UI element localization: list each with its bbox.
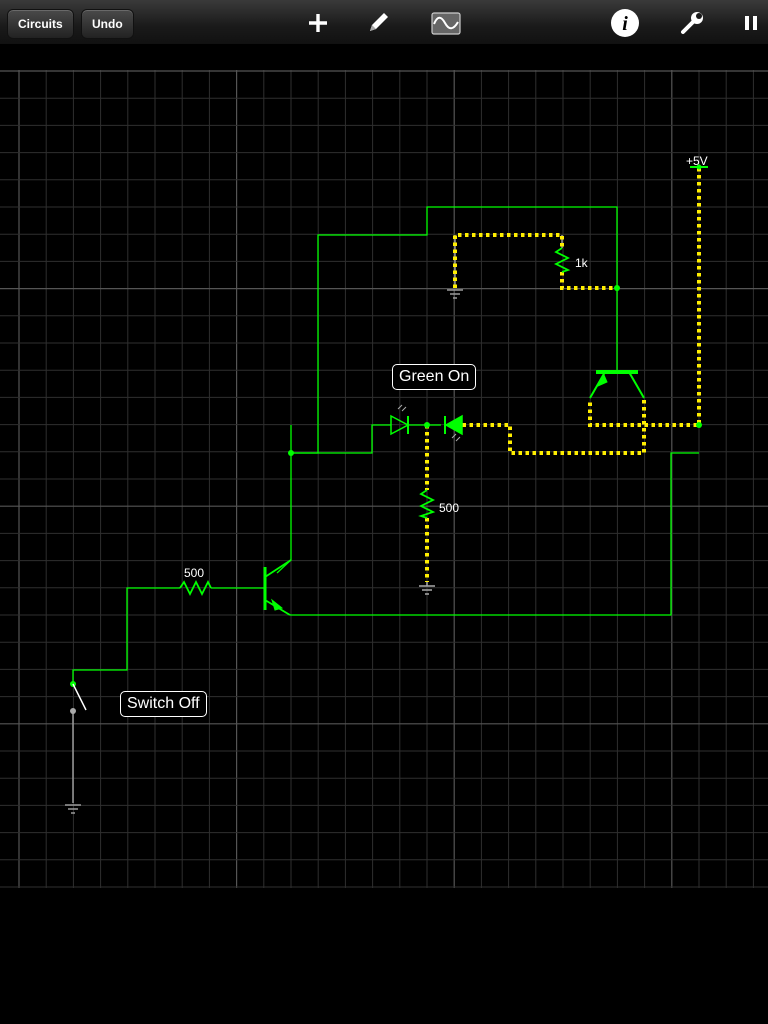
add-icon[interactable] bbox=[303, 8, 333, 38]
switch-label[interactable]: Switch Off bbox=[120, 691, 207, 717]
pause-icon[interactable] bbox=[736, 8, 766, 38]
top-toolbar: Circuits Undo i bbox=[0, 0, 768, 45]
resistor-base-value: 500 bbox=[184, 566, 204, 580]
resistor-led bbox=[418, 489, 436, 519]
wrench-icon[interactable] bbox=[678, 8, 708, 38]
resistors[interactable] bbox=[179, 247, 571, 597]
undo-button[interactable]: Undo bbox=[81, 9, 134, 39]
resistor-base bbox=[179, 579, 212, 597]
oscilloscope-icon[interactable] bbox=[431, 8, 461, 38]
svg-text:i: i bbox=[622, 13, 628, 35]
wires bbox=[72, 206, 699, 684]
transistor-pnp[interactable] bbox=[589, 370, 645, 399]
junctions bbox=[70, 285, 702, 687]
led-left bbox=[390, 414, 410, 436]
resistor-top bbox=[553, 247, 571, 273]
transistor-npn[interactable] bbox=[263, 559, 292, 616]
switch-blade[interactable] bbox=[72, 683, 87, 711]
switch-terminal bbox=[70, 708, 76, 714]
grounds bbox=[65, 289, 463, 814]
leds[interactable] bbox=[390, 404, 463, 442]
led-right bbox=[444, 414, 463, 436]
pencil-icon[interactable] bbox=[363, 8, 393, 38]
resistor-led-value: 500 bbox=[439, 501, 459, 515]
current-flow bbox=[425, 168, 701, 582]
grid bbox=[0, 70, 768, 888]
supply-label: +5V bbox=[686, 154, 708, 168]
resistor-top-value: 1k bbox=[575, 256, 589, 270]
info-icon[interactable]: i bbox=[610, 8, 640, 38]
supply-terminal bbox=[690, 164, 708, 170]
circuit-canvas[interactable]: +5V 1k 500 500 bbox=[0, 70, 768, 888]
led-label[interactable]: Green On bbox=[392, 364, 477, 390]
circuits-button[interactable]: Circuits bbox=[7, 9, 74, 39]
